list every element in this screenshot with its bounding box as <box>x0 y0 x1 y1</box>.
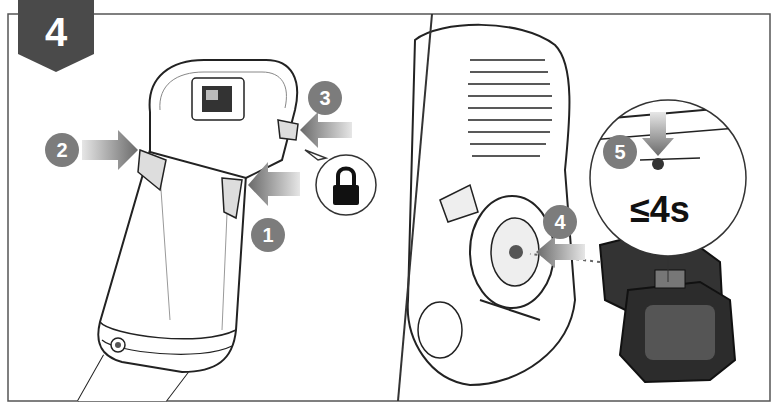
callout-number: 2 <box>56 140 67 160</box>
step-tab: 4 <box>18 0 94 72</box>
callout-number: 3 <box>319 88 330 108</box>
callout-circle: 3 <box>308 81 342 115</box>
callout-circle: 4 <box>543 205 577 239</box>
callout-number: 1 <box>262 225 273 245</box>
step-number: 4 <box>18 0 94 52</box>
callout-circle: 2 <box>45 133 79 167</box>
callout-circle: 5 <box>603 135 637 169</box>
callout-circle: 1 <box>251 218 285 252</box>
callout-number: 5 <box>614 142 625 162</box>
time-label: ≤4s <box>628 192 692 228</box>
callout-number: 4 <box>554 212 565 232</box>
